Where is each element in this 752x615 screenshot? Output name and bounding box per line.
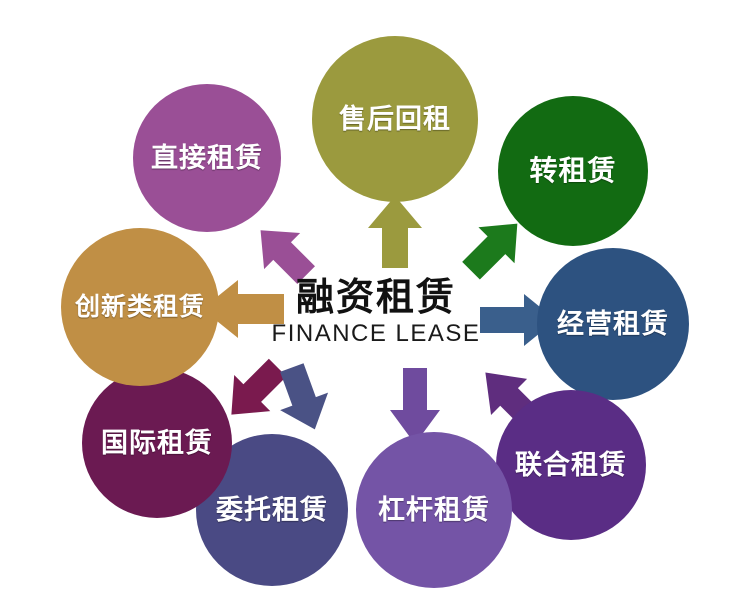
node-chuangxin-zulin[interactable]: 创新类租赁 xyxy=(61,228,219,386)
node-label-weituo-zulin: 委托租赁 xyxy=(216,494,328,525)
node-ganggan-zulin[interactable]: 杠杆租赁 xyxy=(356,432,512,588)
center-title-chinese: 融资租赁 xyxy=(295,275,456,320)
node-zhuan-zulin[interactable]: 转租赁 xyxy=(498,96,648,246)
node-label-chuangxin-zulin: 创新类租赁 xyxy=(74,292,205,321)
node-label-jingying-zulin: 经营租赁 xyxy=(557,308,669,339)
node-label-shouhou-huizu: 售后回租 xyxy=(339,103,451,134)
arrow-to-weituo-zulin xyxy=(262,358,342,442)
arrow-to-shouhou-huizu xyxy=(364,196,426,268)
node-label-ganggan-zulin: 杠杆租赁 xyxy=(378,494,490,525)
node-jingying-zulin[interactable]: 经营租赁 xyxy=(537,248,689,400)
center-title-english: FINANCE LEASE xyxy=(271,319,481,347)
node-label-zhijie-zulin: 直接租赁 xyxy=(151,142,263,173)
center-title-block: 融资租赁 FINANCE LEASE xyxy=(268,268,484,358)
node-label-guoji-zulin: 国际租赁 xyxy=(101,427,213,458)
node-shouhou-huizu[interactable]: 售后回租 xyxy=(312,36,478,202)
node-zhijie-zulin[interactable]: 直接租赁 xyxy=(133,84,281,232)
node-lianhe-zulin[interactable]: 联合租赁 xyxy=(496,390,646,540)
node-guoji-zulin[interactable]: 国际租赁 xyxy=(82,368,232,518)
node-label-lianhe-zulin: 联合租赁 xyxy=(515,449,627,480)
node-label-zhuan-zulin: 转租赁 xyxy=(529,155,617,186)
